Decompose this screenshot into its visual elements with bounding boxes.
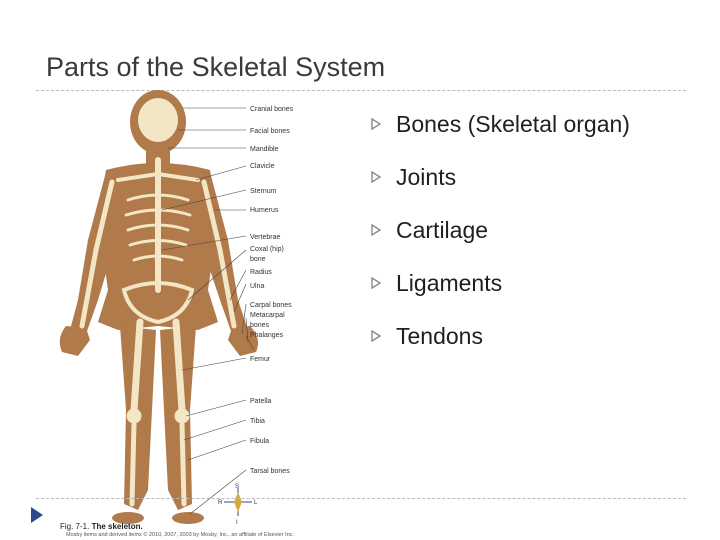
figure-label: Carpal bones: [250, 302, 292, 309]
skeleton-figure: Cranial bones Facial bones Mandible Clav…: [59, 90, 294, 526]
figure-label: Ulna: [250, 283, 265, 290]
bullet-arrow-icon: [371, 277, 382, 289]
bullet-item: Cartilage: [370, 214, 630, 267]
figure-caption: Fig. 7-1. The skeleton.: [60, 522, 143, 531]
compass-inferior: I: [236, 520, 238, 526]
figure-label: Radius: [250, 269, 272, 276]
figure-label: Metacarpal: [250, 312, 285, 319]
compass-right: R: [218, 500, 223, 506]
figure-label: Cranial bones: [250, 106, 294, 113]
compass-superior: S: [235, 484, 239, 490]
figure-label: Patella: [250, 398, 272, 405]
skeleton-bones: [79, 98, 237, 507]
bullet-text: Ligaments: [396, 270, 503, 296]
figure-label: Clavicle: [250, 163, 275, 170]
figure-label: Mandible: [250, 146, 279, 153]
figure-number: Fig. 7-1.: [60, 522, 90, 531]
bone-labels: Cranial bones Facial bones Mandible Clav…: [250, 106, 294, 475]
title-divider: [36, 90, 686, 91]
footer-divider: [36, 498, 686, 499]
figure-label: Facial bones: [250, 128, 290, 135]
figure-label: Fibula: [250, 438, 269, 445]
bullet-text: Bones (Skeletal organ): [396, 111, 630, 137]
figure-label: Femur: [250, 356, 271, 363]
bullet-arrow-icon: [371, 118, 382, 130]
figure-label: Sternum: [250, 188, 277, 195]
figure-label: Coxal (hip): [250, 246, 284, 253]
bullet-text: Tendons: [396, 323, 483, 349]
figure-label: bones: [250, 322, 270, 329]
figure-label: Vertebrae: [250, 234, 280, 241]
label-leaders: [161, 107, 255, 515]
figure-label: Phalanges: [250, 332, 284, 339]
orientation-compass: S R L I: [218, 484, 258, 526]
figure-label: Tarsal bones: [250, 468, 290, 475]
bullet-arrow-icon: [371, 224, 382, 236]
corner-triangle-icon: [31, 507, 43, 523]
figure-title: The skeleton.: [91, 522, 143, 531]
compass-left: L: [254, 500, 258, 506]
bullet-arrow-icon: [371, 330, 382, 342]
figure-label: Tibia: [250, 418, 265, 425]
bullet-item: Bones (Skeletal organ): [370, 108, 630, 161]
bullet-text: Cartilage: [396, 217, 489, 243]
bullet-item: Ligaments: [370, 267, 630, 320]
bullet-text: Joints: [396, 164, 457, 190]
bullet-item: Tendons: [370, 320, 630, 373]
bullet-list: Bones (Skeletal organ) Joints Cartilage …: [370, 108, 630, 373]
bullet-arrow-icon: [371, 171, 382, 183]
figure-credit: Mosby items and derived items © 2010, 20…: [66, 532, 294, 538]
slide-title: Parts of the Skeletal System: [46, 52, 386, 82]
bullet-item: Joints: [370, 161, 630, 214]
figure-label: Humerus: [250, 207, 279, 214]
figure-label: bone: [250, 256, 266, 263]
